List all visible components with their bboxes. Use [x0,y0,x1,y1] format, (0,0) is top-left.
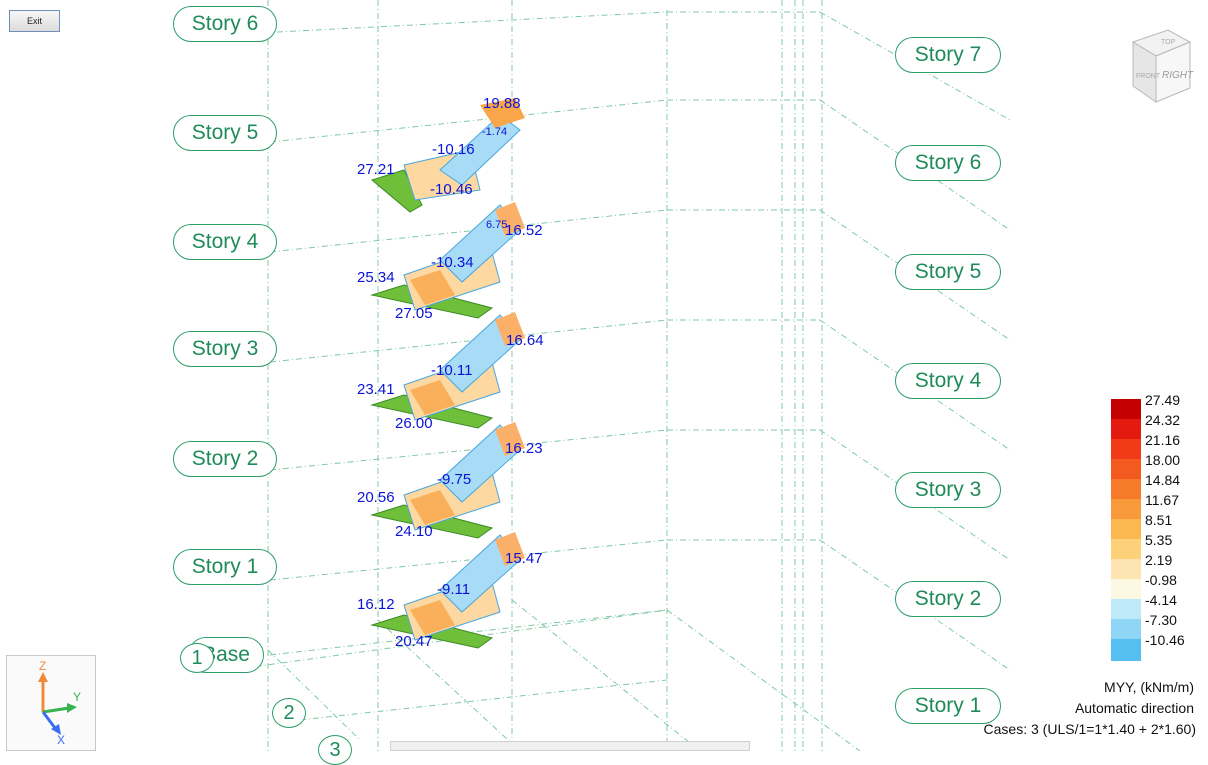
cube-top-label: TOP [1161,39,1176,46]
story-label-right: Story 6 [895,145,1001,181]
legend-swatch [1111,579,1141,601]
horizontal-scrollbar[interactable] [390,741,750,751]
story-label-right: Story 7 [895,37,1001,73]
axis-y-label: Y [73,690,81,704]
legend-label: 21.16 [1145,432,1181,448]
legend-label: -0.98 [1145,572,1177,588]
result-value: 20.56 [357,489,395,506]
legend-label: 18.00 [1145,452,1181,468]
legend-swatch [1111,539,1141,561]
result-value: -1.74 [482,126,508,138]
legend-swatch [1111,619,1141,641]
exit-button[interactable]: Exit [9,10,60,32]
story-label-left: Story 2 [173,441,277,477]
story-label-left: Story 4 [173,224,277,260]
legend-label: -4.14 [1145,592,1177,608]
legend-swatch [1111,599,1141,621]
legend-entry: 27.49 [1109,392,1205,421]
result-value: 25.34 [357,269,395,286]
result-value: -10.16 [432,141,475,158]
result-value: 27.05 [395,305,433,322]
legend-swatch [1111,419,1141,441]
legend-entry: 21.16 [1109,432,1205,461]
result-value: -9.75 [437,471,472,488]
legend-direction: Automatic direction [1074,700,1194,716]
story-label-left: Story 5 [173,115,277,151]
grid-axis-1: 1 [180,643,214,673]
story-label-right: Story 1 [895,688,1001,724]
result-value: 16.12 [357,596,395,613]
legend-quantity: MYY, (kNm/m) [1104,679,1194,695]
result-value: 16.23 [505,440,543,457]
legend-entry: 14.84 [1109,472,1205,501]
result-value: 16.52 [505,222,543,239]
legend-entry: 18.00 [1109,452,1205,481]
result-value: 26.00 [395,415,433,432]
result-value: 6.75 [486,219,508,231]
result-value: -10.11 [431,362,473,379]
story-label-right: Story 3 [895,472,1001,508]
legend-swatch [1111,639,1141,661]
result-value: 19.88 [483,95,521,112]
axis-z-label: Z [39,659,46,673]
legend-label: 24.32 [1145,412,1181,428]
result-value: 16.64 [506,332,544,349]
result-value: 20.47 [395,633,433,650]
result-value: 24.10 [395,523,433,540]
story-label-right: Story 5 [895,254,1001,290]
result-value: 23.41 [357,381,395,398]
result-value: 15.47 [505,550,543,567]
cube-front-label: FRONT [1136,73,1161,80]
legend-label: 14.84 [1145,472,1181,488]
legend-swatch [1111,439,1141,461]
legend-label: 27.49 [1145,392,1181,408]
view-cube[interactable]: TOP FRONT RIGHT [1128,22,1198,112]
legend-entry: -0.98 [1109,572,1205,601]
result-value: -10.46 [430,181,473,198]
story-label-right: Story 4 [895,363,1001,399]
legend-label: 2.19 [1145,552,1173,568]
result-value: -9.11 [437,581,471,598]
legend-swatch [1111,559,1141,581]
legend-entry: -7.30 [1109,612,1205,641]
legend-entry: 8.51 [1109,512,1205,541]
story-label-right: Story 2 [895,581,1001,617]
grid-axis-3: 3 [318,735,352,765]
result-value: 27.21 [357,161,395,178]
legend-label: 11.67 [1145,492,1179,508]
axis-x-label: X [57,733,65,747]
legend-swatch [1111,499,1141,521]
legend-label: -10.46 [1145,632,1185,648]
legend-swatch [1111,519,1141,541]
legend-label: 5.35 [1145,532,1173,548]
grid-axis-2: 2 [272,698,306,728]
legend-label: 8.51 [1145,512,1173,528]
legend-entry: -4.14 [1109,592,1205,621]
legend-swatch [1111,459,1141,481]
legend-entry: 11.67 [1109,492,1205,521]
legend-entry: 5.35 [1109,532,1205,561]
legend-entry: -10.46 [1109,632,1205,661]
legend-entry: 2.19 [1109,552,1205,581]
result-value: -10.34 [431,254,474,271]
legend-entry: 24.32 [1109,412,1205,441]
legend-swatch [1111,399,1141,421]
story-label-left: Story 3 [173,331,277,367]
legend-cases: Cases: 3 (ULS/1=1*1.40 + 2*1.60) [983,721,1196,737]
axis-indicator: Z Y X [6,655,96,751]
legend-swatch [1111,479,1141,501]
cube-right-label: RIGHT [1162,70,1194,81]
story-label-left: Story 6 [173,6,277,42]
legend-label: -7.30 [1145,612,1177,628]
story-label-left: Story 1 [173,549,277,585]
